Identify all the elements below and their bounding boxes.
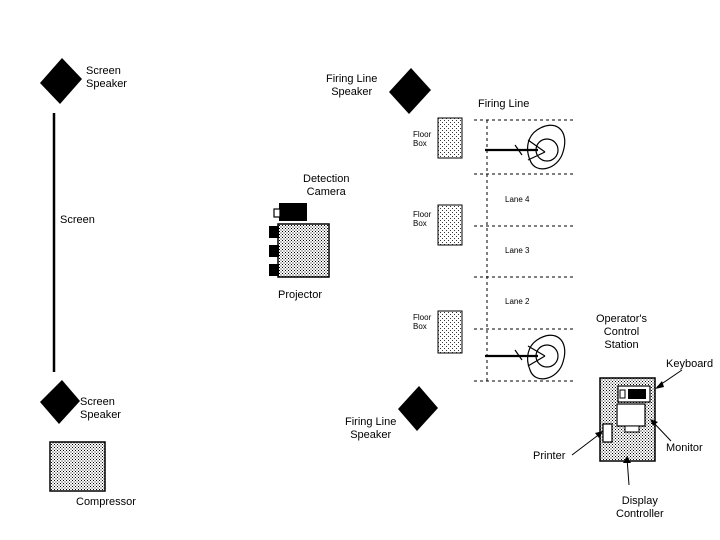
screen-speaker-bottom-label: Screen Speaker xyxy=(80,396,121,421)
detection-camera-label: Detection Camera xyxy=(303,173,350,198)
firing-line-speaker-bottom-label: Firing Line Speaker xyxy=(345,416,397,441)
compressor-label: Compressor xyxy=(76,496,136,508)
floor-box-3 xyxy=(437,310,463,354)
detection-camera-icon xyxy=(279,203,307,221)
lane-4-label: Lane 4 xyxy=(505,195,530,204)
firing-line-speaker-bottom-icon xyxy=(398,386,438,431)
monitor-label: Monitor xyxy=(666,442,703,454)
monitor-base xyxy=(624,425,640,433)
floor-box-1 xyxy=(437,117,463,159)
shooter-icon-bottom xyxy=(485,334,566,380)
projector-lens-1 xyxy=(269,226,279,238)
projector-lens-2 xyxy=(269,245,279,257)
printer-label: Printer xyxy=(533,450,566,462)
keyboard-keys xyxy=(628,389,646,399)
lane-dividers xyxy=(474,119,575,382)
screen-speaker-top-icon xyxy=(40,58,82,104)
monitor-icon xyxy=(616,403,646,427)
floor-box-2 xyxy=(437,204,463,246)
projector-lens-3 xyxy=(269,264,279,276)
lane-2-label: Lane 2 xyxy=(505,297,530,306)
projector-label: Projector xyxy=(278,289,323,301)
screen-label: Screen xyxy=(60,214,95,226)
display-controller-label: Display Controller xyxy=(616,495,664,520)
screen-speaker-top-label: Screen Speaker xyxy=(86,65,127,90)
floor-box-1-label: Floor Box xyxy=(413,130,432,148)
firing-line-label: Firing Line xyxy=(478,98,530,110)
camera-lens xyxy=(273,208,281,218)
lane-3-label: Lane 3 xyxy=(505,246,530,255)
floor-box-2-label: Floor Box xyxy=(413,210,432,228)
printer-icon xyxy=(602,423,613,443)
shooter-icon-top xyxy=(485,124,566,170)
keyboard-label: Keyboard xyxy=(666,358,714,370)
firing-line-speaker-top-icon xyxy=(389,68,431,114)
projector-box xyxy=(277,223,330,278)
firing-line-speaker-top-label: Firing Line Speaker xyxy=(326,73,378,98)
screen-speaker-bottom-icon xyxy=(40,380,80,424)
compressor-box xyxy=(49,441,106,492)
operators-control-station-label: Operator's Control Station xyxy=(596,313,648,351)
keyboard-key xyxy=(619,389,626,399)
leader-arrowheads xyxy=(595,381,664,463)
floor-box-3-label: Floor Box xyxy=(413,313,432,331)
